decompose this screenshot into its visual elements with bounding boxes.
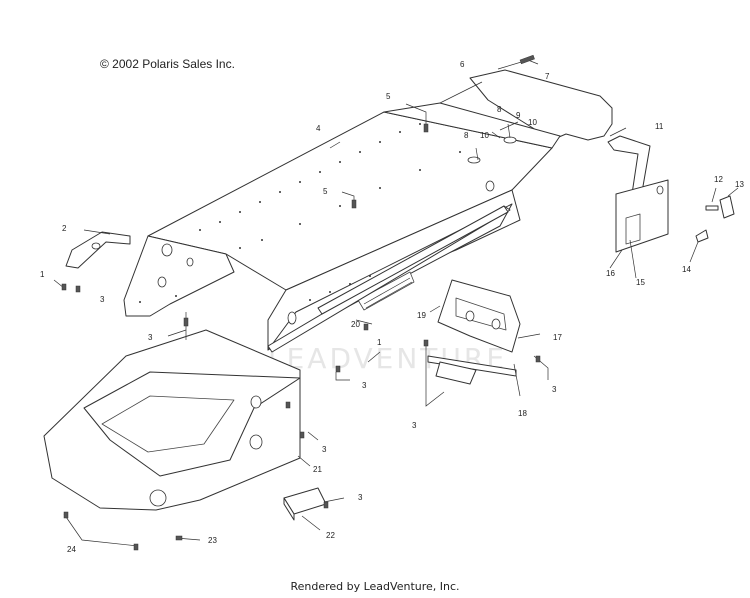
callout-12: 12 bbox=[714, 175, 723, 184]
callout-18: 18 bbox=[518, 409, 527, 418]
callout-15: 15 bbox=[636, 278, 645, 287]
part-angle-bracket bbox=[283, 487, 327, 521]
callout-23: 23 bbox=[208, 536, 217, 545]
callout-9: 9 bbox=[516, 111, 521, 120]
part-hardware-13 bbox=[695, 195, 735, 243]
callout-2: 2 bbox=[62, 224, 67, 233]
callout-1-b: 1 bbox=[377, 338, 382, 347]
callout-1: 1 bbox=[40, 270, 45, 279]
callout-3-a: 3 bbox=[100, 295, 105, 304]
callout-3-b: 3 bbox=[148, 333, 153, 342]
callout-3-f: 3 bbox=[552, 385, 557, 394]
callout-19: 19 bbox=[417, 311, 426, 320]
callout-11: 11 bbox=[655, 122, 664, 131]
callout-10-a: 10 bbox=[528, 118, 537, 127]
callout-5-a: 5 bbox=[386, 92, 391, 101]
footer-credit: Rendered by LeadVenture, Inc. bbox=[290, 580, 460, 593]
callout-5-b: 5 bbox=[323, 187, 328, 196]
part-flap-plate bbox=[615, 179, 669, 253]
leader-lines bbox=[53, 103, 739, 547]
callout-20: 20 bbox=[351, 320, 360, 329]
vent-grille bbox=[357, 271, 415, 311]
callout-16: 16 bbox=[606, 269, 615, 278]
callout-8-b: 8 bbox=[464, 131, 469, 140]
callout-3-d: 3 bbox=[322, 445, 327, 454]
callout-24: 24 bbox=[67, 545, 76, 554]
callout-21: 21 bbox=[313, 465, 322, 474]
part-tunnel-top bbox=[123, 102, 561, 353]
copyright-notice: © 2002 Polaris Sales Inc. bbox=[100, 57, 235, 71]
fasteners bbox=[61, 123, 541, 551]
part-bumper-bracket bbox=[607, 135, 651, 195]
callout-17: 17 bbox=[553, 333, 562, 342]
callout-3-e: 3 bbox=[412, 421, 417, 430]
callout-4: 4 bbox=[316, 124, 321, 133]
callout-22: 22 bbox=[326, 531, 335, 540]
part-rear-flap bbox=[439, 54, 613, 141]
part-lower-bulkhead bbox=[43, 329, 301, 511]
callout-13: 13 bbox=[735, 180, 744, 189]
part-rail-bracket bbox=[437, 279, 521, 353]
part-bracket-2 bbox=[65, 231, 131, 269]
callout-6: 6 bbox=[460, 60, 465, 69]
callout-8-a: 8 bbox=[497, 105, 502, 114]
callout-labels: 1 2 3 3 3 3 3 3 3 4 5 5 6 7 8 8 9 10 10 … bbox=[40, 60, 744, 554]
callout-3-c: 3 bbox=[362, 381, 367, 390]
callout-14: 14 bbox=[682, 265, 691, 274]
callout-10-b: 10 bbox=[480, 131, 489, 140]
callout-3-g: 3 bbox=[358, 493, 363, 502]
callout-7: 7 bbox=[545, 72, 550, 81]
